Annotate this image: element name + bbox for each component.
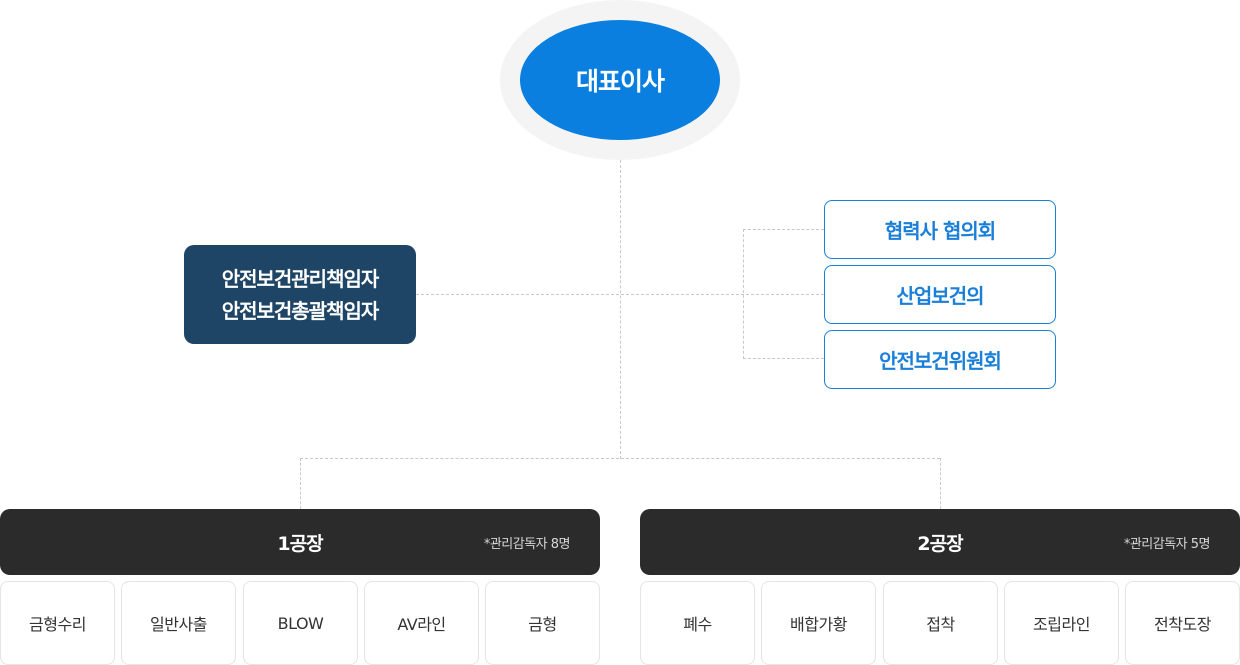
team-label: 일반사출 (150, 615, 207, 634)
safety-officer-node: 안전보건관리책임자 안전보건총괄책임자 (184, 245, 416, 344)
plant-2-team: 폐수 (640, 581, 755, 665)
plant-2-header: 2공장 *관리감독자 5명 (640, 509, 1240, 575)
plant-1-team: 금형수리 (0, 581, 115, 665)
plant-1-header: 1공장 *관리감독자 8명 (0, 509, 600, 575)
team-label: 전착도장 (1154, 615, 1211, 634)
plant-1-supervisor-note: *관리감독자 8명 (483, 536, 571, 552)
plant-2-title: 2공장 (917, 532, 963, 555)
committee-partner-council: 협력사 협의회 (824, 200, 1056, 259)
plant1-drop-line (300, 458, 301, 509)
plant2-drop-line (940, 458, 941, 509)
plant-2-team: 전착도장 (1125, 581, 1240, 665)
committee-branch-line-3 (743, 358, 824, 359)
committee-label: 안전보건위원회 (879, 349, 1002, 373)
team-label: 금형수리 (29, 615, 86, 634)
plants-branch-line (300, 458, 940, 459)
plant-2-team: 배합가황 (761, 581, 876, 665)
committee-bracket-line (743, 229, 744, 359)
plant-1-team: AV라인 (364, 581, 479, 665)
plant-1-team: BLOW (243, 581, 358, 665)
ceo-node: 대표이사 (520, 20, 720, 140)
committee-occupational-physician: 산업보건의 (824, 265, 1056, 324)
committee-label: 협력사 협의회 (884, 219, 996, 243)
team-label: 접착 (926, 615, 955, 634)
plant-2-supervisor-note: *관리감독자 5명 (1123, 536, 1211, 552)
committee-label: 산업보건의 (896, 284, 985, 308)
team-label: AV라인 (397, 615, 446, 634)
team-label: 폐수 (683, 615, 712, 634)
committee-branch-line-1 (743, 229, 824, 230)
plant-1-title: 1공장 (277, 532, 323, 555)
safety-officer-line2: 안전보건총괄책임자 (221, 298, 380, 323)
safety-officer-line1: 안전보건관리책임자 (221, 266, 380, 291)
committee-safety-health-committee: 안전보건위원회 (824, 330, 1056, 389)
plant-2-team: 조립라인 (1004, 581, 1119, 665)
plant-1-team: 일반사출 (121, 581, 236, 665)
ceo-label: 대표이사 (575, 67, 665, 96)
team-label: 조립라인 (1033, 615, 1090, 634)
plant-2-team: 접착 (883, 581, 998, 665)
team-label: 금형 (528, 615, 557, 634)
team-label: BLOW (277, 613, 324, 633)
plant-1-team: 금형 (485, 581, 600, 665)
team-label: 배합가황 (790, 615, 847, 634)
ceo-trunk-line (620, 160, 621, 459)
officer-connector-line (416, 294, 824, 295)
